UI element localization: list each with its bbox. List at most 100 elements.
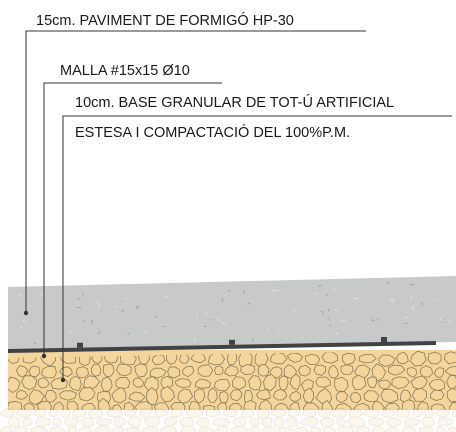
gravel-stone	[7, 416, 21, 428]
gravel-stone	[29, 426, 48, 432]
gravel-stone	[111, 426, 125, 432]
gravel-fade	[0, 408, 456, 432]
concrete-speck	[327, 309, 331, 312]
gravel-stone	[188, 401, 201, 410]
gravel-stone	[452, 409, 456, 418]
concrete-speck	[76, 306, 82, 309]
concrete-speck	[334, 332, 339, 336]
label-base-line2: ESTESA I COMPACTACIÓ DEL 100%P.M.	[75, 124, 350, 141]
concrete-speck	[221, 322, 226, 326]
gravel-stone	[8, 376, 21, 394]
concrete-speck	[292, 309, 296, 314]
concrete-speck	[317, 284, 322, 287]
concrete-speck	[154, 315, 158, 319]
gravel-stone	[256, 389, 271, 401]
gravel-stone	[178, 353, 190, 364]
gravel-stone	[289, 373, 301, 391]
concrete-speck	[246, 302, 251, 305]
gravel-stone	[333, 376, 349, 392]
gravel-stone	[273, 416, 285, 428]
gravel-stone	[95, 418, 112, 426]
gravel-stone	[23, 402, 35, 410]
gravel-stone	[380, 388, 399, 404]
concrete-speck	[329, 324, 332, 327]
concrete-speck	[325, 293, 329, 297]
gravel-stone	[363, 390, 380, 403]
gravel-stone	[196, 416, 210, 428]
gravel-stone	[102, 363, 115, 378]
concrete-speck	[97, 305, 100, 309]
gravel-stone	[352, 374, 367, 391]
concrete-speck	[113, 305, 117, 308]
gravel-stone	[294, 426, 309, 432]
gravel-stone	[274, 402, 290, 410]
gravel-stone	[412, 408, 424, 418]
gravel-stone	[334, 403, 354, 410]
gravel-stone	[277, 426, 294, 432]
gravel-stone	[446, 387, 456, 403]
concrete-speck	[332, 288, 336, 291]
gravel-stone	[75, 366, 89, 378]
gravel-stone	[97, 397, 111, 410]
gravel-stone	[49, 426, 66, 432]
gravel-stone	[367, 376, 377, 389]
gravel-stone	[248, 375, 262, 391]
gravel-stone	[424, 408, 435, 419]
gravel-stone	[0, 425, 13, 432]
gravel-stone	[346, 416, 366, 428]
gravel-stone	[93, 425, 112, 432]
gravel-stone	[337, 425, 355, 432]
label-base-line1: 10cm. BASE GRANULAR DE TOT-Ú ARTIFICIAL	[75, 94, 394, 111]
gravel-stone	[44, 389, 57, 403]
gravel-stone	[170, 401, 186, 410]
gravel-stone	[401, 399, 416, 410]
gravel-stone	[289, 401, 300, 410]
reinforcement-mesh-bar	[8, 341, 436, 353]
gravel-stone	[221, 408, 238, 418]
gravel-stone	[381, 408, 396, 419]
concrete-speck	[217, 317, 220, 322]
gravel-stone	[321, 399, 334, 410]
gravel-stone	[299, 416, 319, 428]
gravel-stone	[143, 416, 161, 428]
gravel-stone	[395, 351, 409, 365]
gravel-stone	[67, 425, 78, 432]
gravel-stone	[180, 425, 196, 432]
gravel-stone	[403, 417, 421, 427]
concrete-speck	[266, 327, 269, 330]
gravel-stone	[185, 408, 204, 418]
concrete-speck	[221, 297, 224, 303]
gravel-stone	[134, 401, 153, 410]
concrete-speck	[385, 281, 390, 284]
concrete-speck	[403, 322, 408, 325]
gravel-stone	[262, 426, 277, 432]
concrete-speck	[194, 338, 196, 343]
concrete-speck	[137, 305, 140, 309]
gravel-stone	[48, 408, 59, 418]
gravel-stone	[315, 376, 331, 388]
gravel-stone	[258, 399, 273, 410]
gravel-stone	[0, 408, 15, 418]
concrete-speck	[271, 289, 274, 293]
gravel-stone	[358, 353, 377, 364]
gravel-stone	[113, 416, 126, 427]
gravel-stone	[64, 416, 79, 427]
gravel-stone	[340, 364, 354, 375]
gravel-stone	[28, 365, 41, 378]
mesh-support-chair	[77, 342, 83, 348]
concrete-speck	[376, 317, 380, 322]
gravel-stone	[431, 403, 446, 410]
gravel-stone	[241, 408, 255, 419]
gravel-stone	[278, 375, 289, 391]
gravel-stone	[72, 408, 88, 418]
gravel-stone	[269, 408, 287, 417]
gravel-stone	[410, 350, 427, 367]
gravel-stone	[8, 400, 23, 410]
gravel-stone	[128, 391, 146, 402]
gravel-stone	[378, 354, 396, 368]
gravel-stone	[249, 417, 260, 427]
gravel-stone	[232, 416, 247, 427]
concrete-speck	[20, 325, 23, 330]
